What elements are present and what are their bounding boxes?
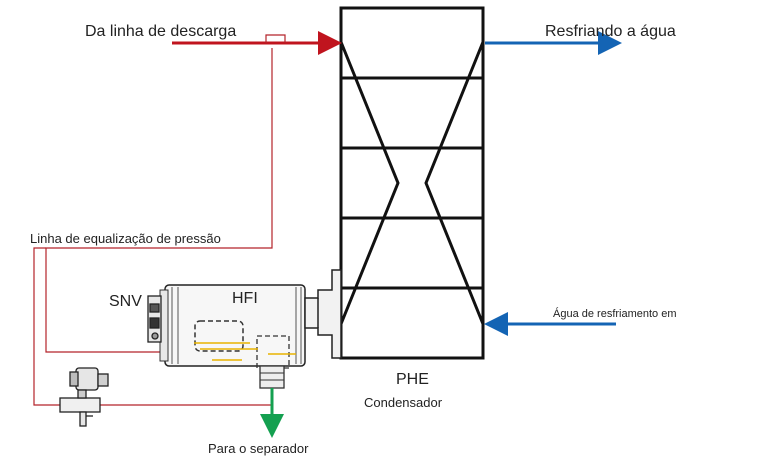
phe-water-path xyxy=(424,41,485,325)
solenoid-valve-icon xyxy=(59,367,109,427)
snv-valve xyxy=(147,295,162,343)
cooling-water-out-label: Resfriando a água xyxy=(545,23,676,40)
phe-label: PHE xyxy=(396,371,429,388)
discharge-line-label: Da linha de descarga xyxy=(85,23,237,40)
hfi-float-chamber xyxy=(194,320,244,352)
hfi-outlet-pipe xyxy=(259,365,285,389)
snv-label: SNV xyxy=(109,293,142,310)
cooling-water-in-label: Água de resfriamento em xyxy=(553,308,677,320)
hfi-to-phe-connection xyxy=(304,269,342,359)
phe-refrigerant-path xyxy=(339,41,400,325)
hfi-label: HFI xyxy=(232,290,258,307)
to-separator-label: Para o separador xyxy=(208,441,309,456)
equalization-line-label: Linha de equalização de pressão xyxy=(30,231,221,246)
phe-frame xyxy=(339,6,485,360)
condenser-label: Condensador xyxy=(364,395,443,410)
phe-condenser xyxy=(339,6,485,360)
